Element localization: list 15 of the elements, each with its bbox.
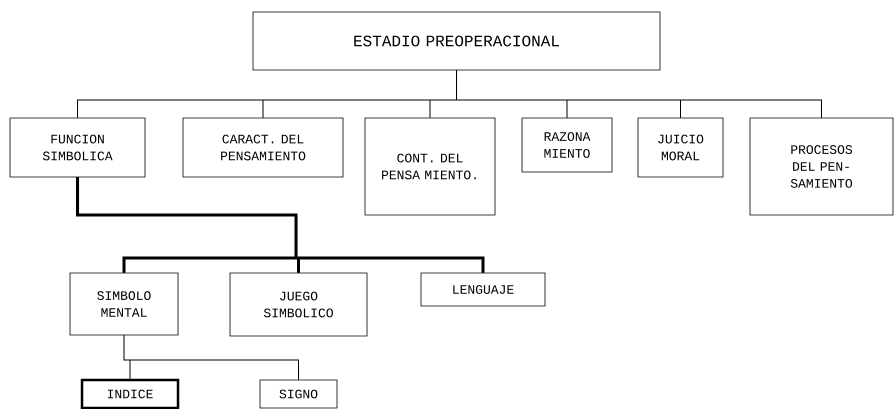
box: FUNCION SIMBOLICA	[10, 118, 146, 178]
box: CARACT. DEL PENSAMIENTO	[182, 118, 344, 178]
box: CONT. DEL PENSA MIENTO.	[364, 118, 496, 216]
box: RAZONA MIENTO	[522, 118, 612, 172]
box: SIMBOLO MENTAL	[70, 272, 178, 336]
box: LENGUAJE	[420, 272, 546, 306]
connector-line	[76, 177, 484, 273]
box: INDICE	[80, 378, 180, 409]
connector-line	[456, 70, 822, 118]
box: JUEGO SIMBOLICO	[230, 272, 368, 336]
box: SIGNO	[260, 380, 338, 408]
box: PROCESOS DEL PEN- SAMIENTO	[750, 118, 894, 216]
connector-line	[124, 334, 299, 380]
box: ESTADIO PREOPERACIONAL	[252, 12, 660, 70]
box: JUICIO MORAL	[638, 118, 724, 178]
